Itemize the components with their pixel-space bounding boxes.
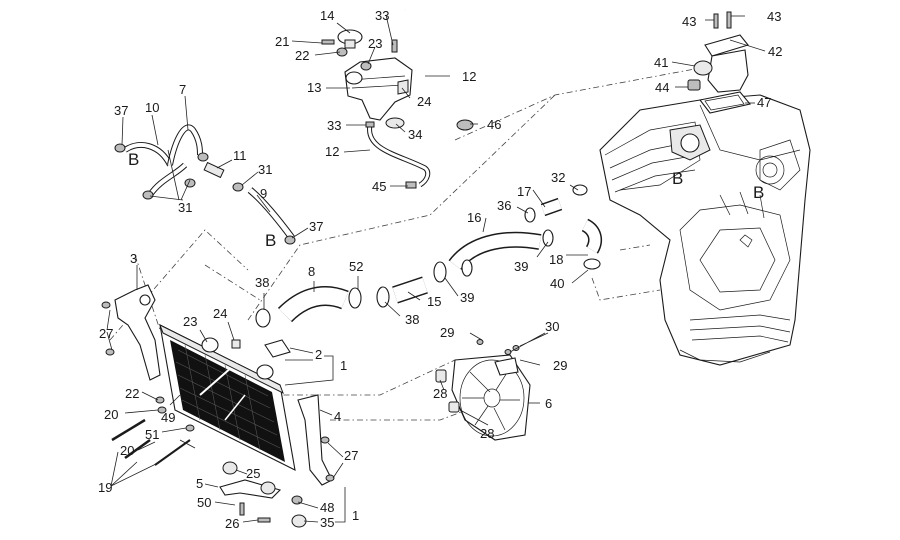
bypass-hoses-icon <box>114 124 296 245</box>
cooling-fan-icon <box>435 339 531 441</box>
callout-label: 24 <box>417 94 431 109</box>
leader-lines <box>106 14 766 523</box>
callout-label: 33 <box>375 8 389 23</box>
mounting-bracket-icon <box>101 284 161 381</box>
callout-label: 46 <box>487 117 501 132</box>
callout-label: 37 <box>309 219 323 234</box>
callout-label: 16 <box>467 210 481 225</box>
callout-label: B <box>672 169 683 188</box>
callout-label: 41 <box>654 55 668 70</box>
callout-label: 20 <box>120 443 134 458</box>
expansion-tank-icon <box>321 29 413 129</box>
callout-label: B <box>128 150 139 169</box>
callout-label: B <box>265 231 276 250</box>
callout-label: 11 <box>233 148 247 163</box>
callout-label: 31 <box>178 200 192 215</box>
engine-block-icon <box>599 94 811 366</box>
callout-label: 32 <box>551 170 565 185</box>
callout-label: 7 <box>179 82 186 97</box>
callout-label: 20 <box>104 407 118 422</box>
callout-label: 25 <box>246 466 260 481</box>
callout-label: 42 <box>768 44 782 59</box>
callout-label: 23 <box>183 314 197 329</box>
callout-label: 15 <box>427 294 441 309</box>
callout-label: 28 <box>480 426 494 441</box>
callout-label: 1 <box>340 358 347 373</box>
callout-labels: 14 33 21 22 23 13 12 24 33 34 46 12 45 7… <box>98 8 782 531</box>
callout-label: 14 <box>320 8 334 23</box>
callout-label: 8 <box>308 264 315 279</box>
callout-label: 38 <box>405 312 419 327</box>
callout-label: 43 <box>767 9 781 24</box>
thermostat-housing-icon <box>687 11 751 114</box>
callout-label: 26 <box>225 516 239 531</box>
callout-label: 48 <box>320 500 334 515</box>
callout-label: 43 <box>682 14 696 29</box>
callout-label: 47 <box>757 95 771 110</box>
callout-label: 49 <box>161 410 175 425</box>
callout-label: 39 <box>514 259 528 274</box>
callout-label: 24 <box>213 306 227 321</box>
callout-label: 12 <box>325 144 339 159</box>
callout-label: 31 <box>258 162 272 177</box>
callout-label: 10 <box>145 100 159 115</box>
callout-label: 18 <box>549 252 563 267</box>
callout-label: 2 <box>315 347 322 362</box>
callout-label: 50 <box>197 495 211 510</box>
callout-label: 38 <box>255 275 269 290</box>
callout-label: 29 <box>553 358 567 373</box>
callout-label: 33 <box>327 118 341 133</box>
callout-label: 19 <box>98 480 112 495</box>
callout-label: 36 <box>497 198 511 213</box>
callout-label: 13 <box>307 80 321 95</box>
callout-label: 30 <box>545 319 559 334</box>
callout-label: B <box>753 183 764 202</box>
callout-label: 27 <box>99 326 113 341</box>
callout-label: 35 <box>320 515 334 530</box>
callout-label: 22 <box>125 386 139 401</box>
callout-label: 29 <box>440 325 454 340</box>
callout-label: 1 <box>352 508 359 523</box>
callout-label: 28 <box>433 386 447 401</box>
callout-label: 52 <box>349 259 363 274</box>
callout-label: 12 <box>462 69 476 84</box>
callout-label: 45 <box>372 179 386 194</box>
callout-label: 51 <box>145 427 159 442</box>
lower-bracket-icon <box>219 461 307 528</box>
mounting-bracket-right-icon <box>297 394 335 486</box>
radiator-icon <box>159 323 296 471</box>
callout-label: 21 <box>275 34 289 49</box>
callout-label: 27 <box>344 448 358 463</box>
coolant-hoses-icon <box>277 197 603 323</box>
hose-clamp-icon <box>255 184 601 328</box>
callout-label: 23 <box>368 36 382 51</box>
assembly-lines <box>109 67 701 421</box>
callout-label: 34 <box>408 127 422 142</box>
callout-label: 4 <box>334 409 341 424</box>
callout-label: 44 <box>655 80 669 95</box>
callout-label: 9 <box>260 186 267 201</box>
callout-label: 6 <box>545 396 552 411</box>
callout-label: 37 <box>114 103 128 118</box>
callout-label: 39 <box>460 290 474 305</box>
overflow-hose-icon <box>365 9 474 189</box>
callout-label: 22 <box>295 48 309 63</box>
callout-label: 3 <box>130 251 137 266</box>
callout-label: 5 <box>196 476 203 491</box>
callout-label: 17 <box>517 184 531 199</box>
radiator-fasteners-icon <box>111 396 195 466</box>
callout-label: 40 <box>550 276 564 291</box>
